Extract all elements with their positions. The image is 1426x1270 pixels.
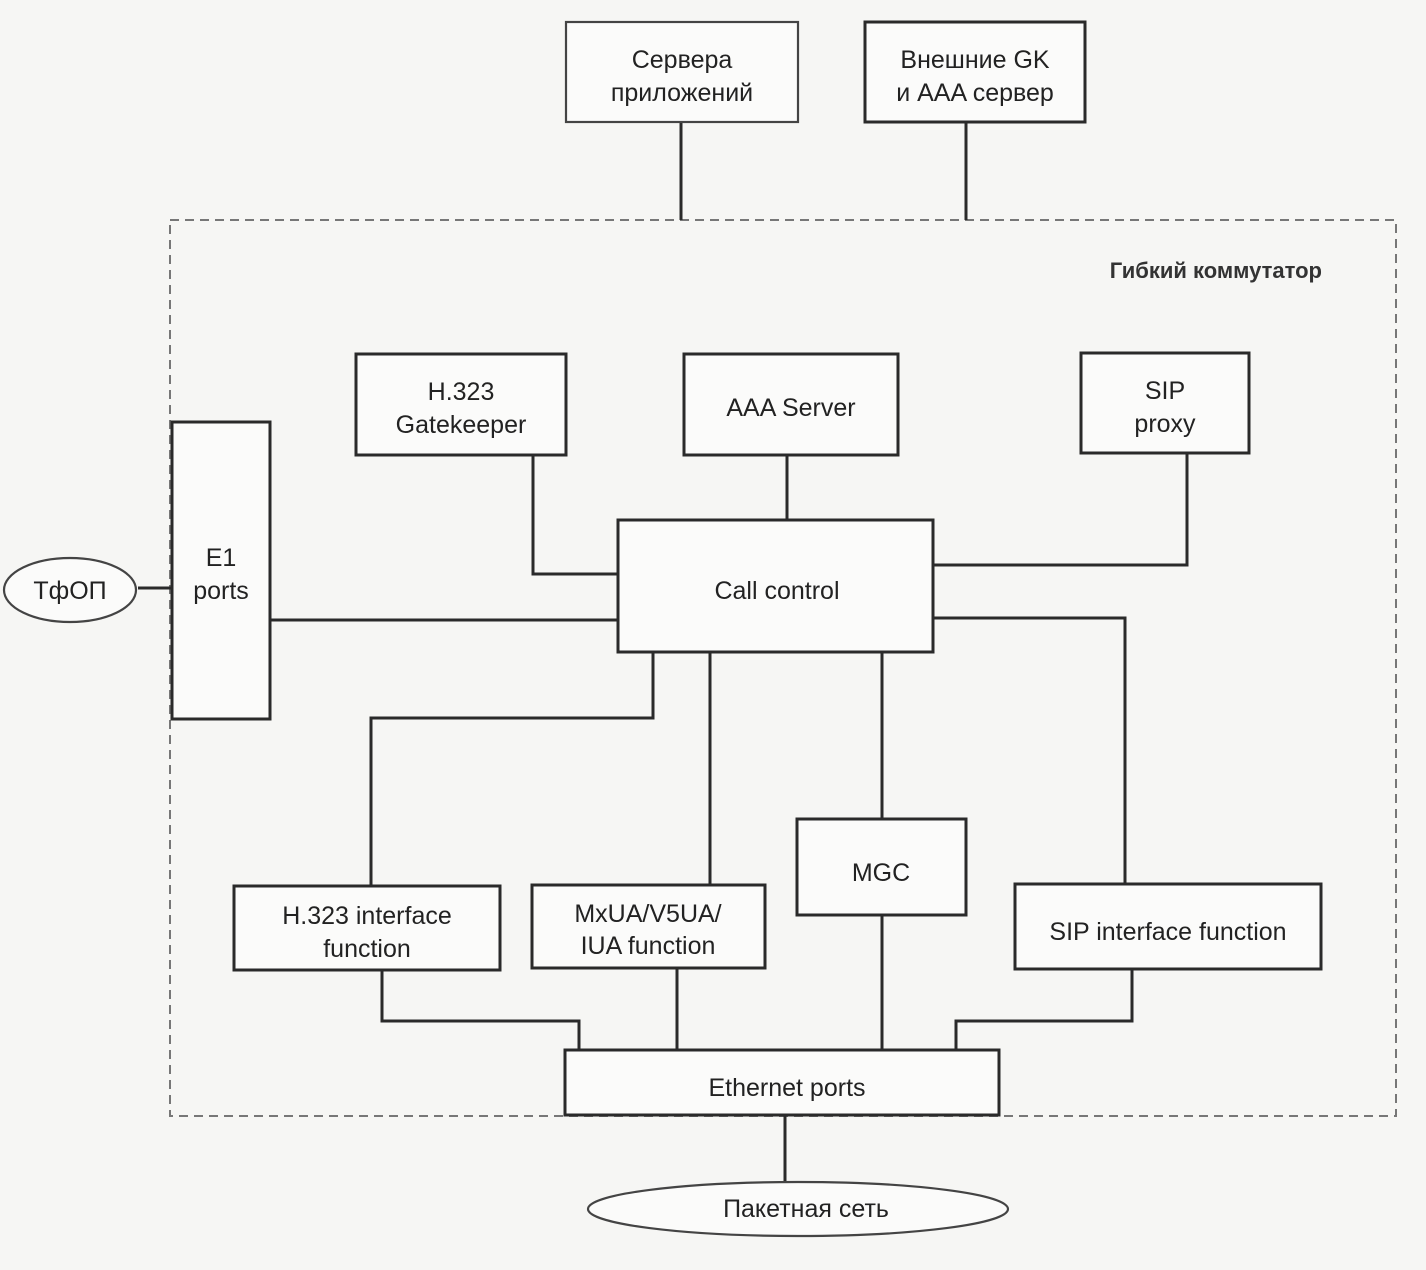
external-gk-node: Внешние GK и AAA сервер — [863, 20, 1087, 124]
pstn-label: ТфОП — [33, 577, 106, 605]
edge-h323if-ethernet — [380, 970, 581, 1050]
h323-gatekeeper-label-line2: Gatekeeper — [396, 411, 527, 439]
softswitch-label: Гибкий коммутатор — [1110, 258, 1322, 283]
h323-interface-node: H.323 interface function — [232, 884, 502, 972]
call-control-label: Call control — [714, 577, 839, 605]
ethernet-ports-node: Ethernet ports — [563, 1048, 1001, 1117]
edge-gatekeeper-callcontrol — [531, 455, 618, 576]
external-gk-label-line1: Внешние GK — [900, 46, 1050, 74]
h323-interface-label-line2: function — [323, 935, 411, 963]
app-servers-label-line2: приложений — [611, 79, 753, 107]
sip-proxy-label-line1: SIP — [1145, 377, 1185, 405]
mxua-node: MxUA/V5UA/ IUA function — [530, 883, 767, 970]
h323-interface-label-line1: H.323 interface — [282, 902, 452, 930]
mxua-label-line2: IUA function — [581, 932, 716, 960]
ethernet-ports-label: Ethernet ports — [708, 1074, 865, 1102]
edge-sipproxy-callcontrol — [933, 453, 1189, 567]
call-control-node: Call control — [616, 518, 935, 654]
sip-interface-label: SIP interface function — [1049, 918, 1286, 946]
sip-interface-node: SIP interface function — [1013, 882, 1323, 971]
app-servers-label-line1: Сервера — [632, 46, 733, 74]
mxua-label-line1: MxUA/V5UA/ — [574, 900, 721, 928]
pstn-node: ТфОП — [2, 556, 138, 624]
aaa-server-label: AAA Server — [726, 394, 855, 422]
app-servers-node: Сервера приложений — [564, 20, 800, 124]
h323-gatekeeper-node: H.323 Gatekeeper — [354, 352, 568, 457]
mgc-label: MGC — [852, 859, 910, 887]
mgc-node: MGC — [795, 817, 968, 917]
edge-sipif-ethernet — [954, 970, 1134, 1050]
sip-proxy-label-line2: proxy — [1134, 410, 1196, 438]
edge-callcontrol-sipif — [933, 616, 1127, 884]
packet-network-node: Пакетная сеть — [586, 1180, 1010, 1238]
connectors — [138, 122, 1189, 1183]
packet-network-label: Пакетная сеть — [723, 1195, 889, 1223]
external-gk-label-line2: и AAA сервер — [896, 79, 1054, 107]
h323-gatekeeper-label-line1: H.323 — [428, 378, 495, 406]
e1-ports-node: E1 ports — [170, 420, 272, 721]
e1-ports-label-line1: E1 — [206, 544, 237, 572]
aaa-server-node: AAA Server — [682, 352, 900, 457]
e1-ports-label-line2: ports — [193, 577, 249, 605]
sip-proxy-node: SIP proxy — [1079, 351, 1251, 455]
edge-callcontrol-h323if — [369, 652, 655, 886]
